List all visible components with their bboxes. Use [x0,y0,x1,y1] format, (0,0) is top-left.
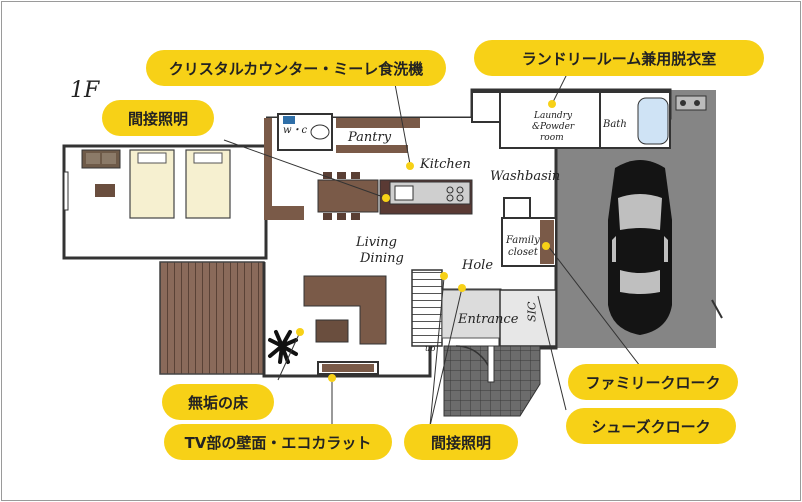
room-label-laundry-3: room [540,133,564,143]
marker-dots [296,100,556,382]
room-label-hole: Hole [462,258,494,273]
room-label-living: Living [356,235,397,250]
room-label-family-2: closet [508,247,538,258]
floor-label: 1F [70,78,100,103]
room-label-laundry-2: &Powder [532,122,575,132]
bedroom-table [95,184,115,197]
house-outline [262,88,672,378]
room-label-family-1: Family [506,235,540,246]
callout-family-closet: ファミリークローク [568,364,738,400]
pantry-shelf [336,118,420,128]
room-label-up: up [425,344,436,353]
wood-deck [159,261,265,375]
callout-shoe-closet: シューズクローク [566,408,736,444]
callout-indirect-light-top: 間接照明 [102,100,214,136]
room-label-wc: w・c [283,125,308,136]
leader-lines [223,67,641,427]
bathtub [637,97,669,145]
room-label-entrance: Entrance [458,312,519,327]
callout-tv-wall: TV部の壁面・エコカラット [164,424,392,460]
dining-table [317,179,379,213]
callout-solid-floor: 無垢の床 [162,384,274,420]
plant-icon [268,330,298,364]
callout-dishwasher: クリスタルカウンター・ミーレ食洗機 [146,50,446,86]
room-label-dining: Dining [360,251,404,266]
washbasin-counter [503,197,531,219]
callout-laundry: ランドリールーム兼用脱衣室 [474,40,764,76]
car-icon [608,160,672,335]
callout-indirect-light-bottom: 間接照明 [404,424,518,460]
room-label-bath: Bath [603,119,627,130]
room-label-washbasin: Washbasin [490,169,561,184]
room-label-laundry-1: Laundry [534,111,573,121]
staircase [411,269,443,347]
room-label-pantry: Pantry [348,130,392,145]
room-label-kitchen: Kitchen [420,157,471,172]
living-sofa [303,275,387,345]
room-label-sic: SIC [525,301,539,322]
